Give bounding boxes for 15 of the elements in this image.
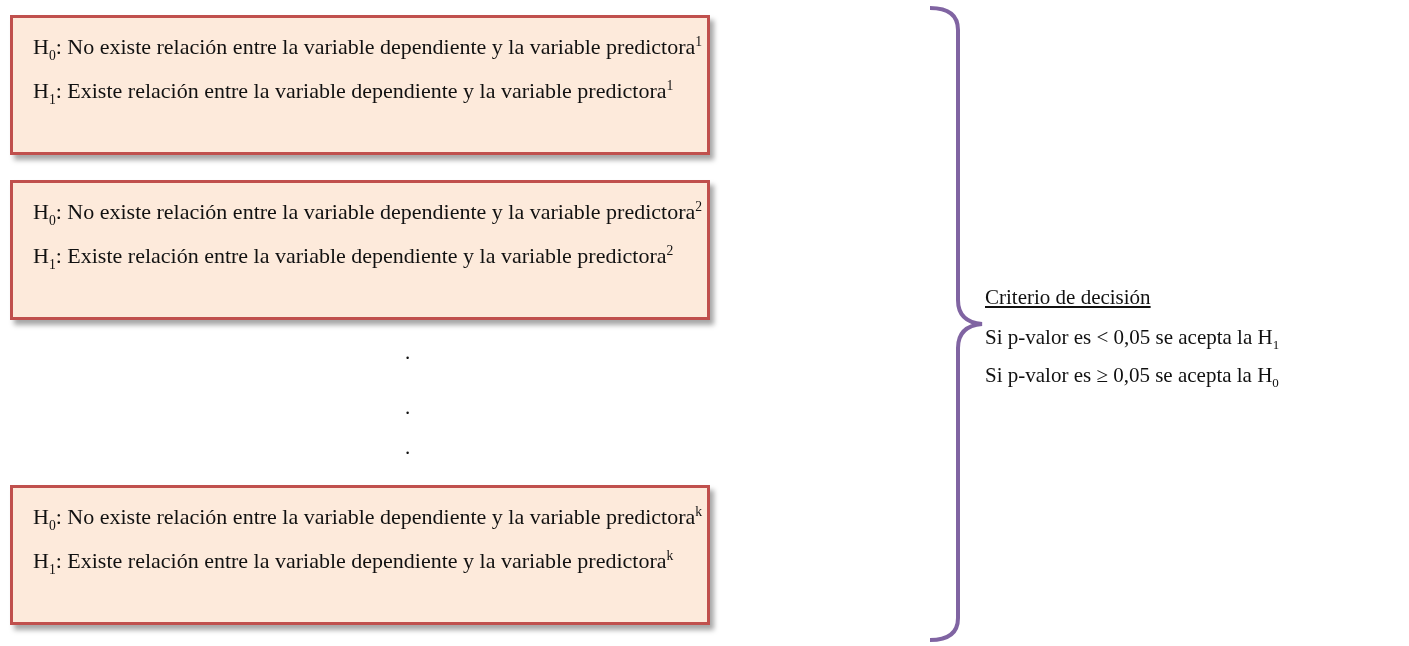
hypothesis-text: H$_{0}$: No existe relación entre la variable dependiente y la variable predictora$^{1}$: [33, 34, 703, 64]
rule-text: Si p-valor es < 0,05 se acepta la H$_{1}$: [985, 325, 1280, 354]
ellipsis-dot: .: [405, 340, 411, 365]
hypothesis-box: [10, 180, 710, 320]
hypothesis-box: [10, 485, 710, 625]
ellipsis-dot: .: [405, 435, 411, 460]
ellipsis-dot: .: [405, 395, 411, 420]
hypothesis-text: H$_{0}$: No existe relación entre la variable dependiente y la variable predictora$^{k}$: [33, 504, 703, 534]
heading: Criterio de decisión: [985, 285, 1151, 310]
hypothesis-box: [10, 15, 710, 155]
hypothesis-text: H$_{1}$: Existe relación entre la variable dependiente y la variable predictora$^{1}$: [33, 77, 674, 108]
hypothesis-text: H$_{0}$: No existe relación entre la variable dependiente y la variable predictora$^{2}$: [33, 199, 703, 229]
hypothesis-text: H$_{1}$: Existe relación entre la variable dependiente y la variable predictora$^{k}$: [33, 547, 674, 578]
rule-text: Si p-valor es ≥ 0,05 se acepta la H$_{0}$: [985, 363, 1279, 392]
hypothesis-text: H$_{1}$: Existe relación entre la variable dependiente y la variable predictora$^{2}$: [33, 242, 674, 273]
